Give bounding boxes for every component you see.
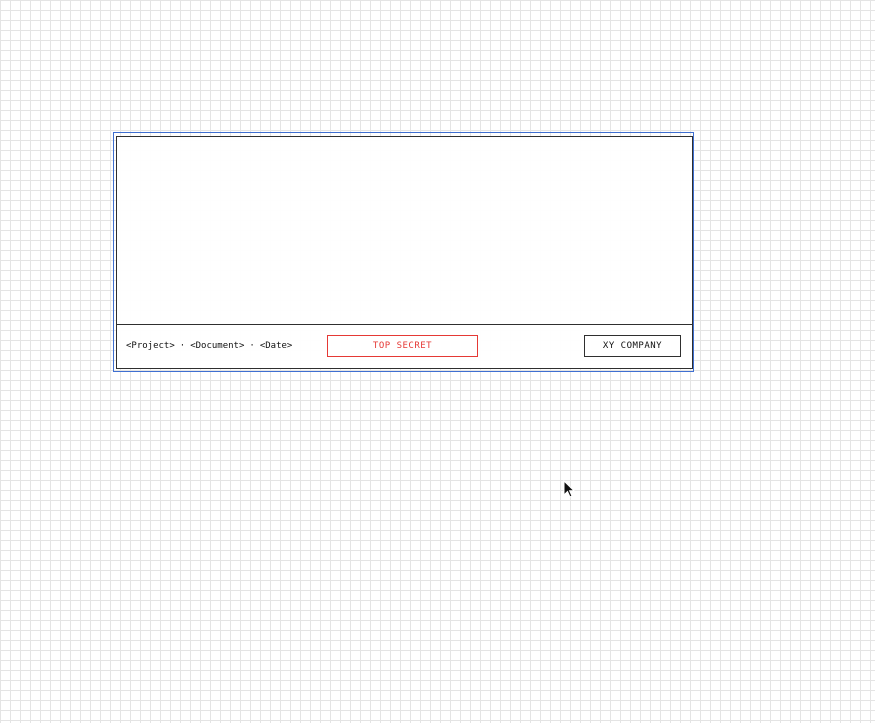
footer-project: <Project>	[126, 341, 175, 351]
classification-badge: TOP SECRET	[327, 335, 478, 357]
document-page-frame[interactable]: <Project> · <Document> · <Date> TOP SECRET X…	[116, 136, 693, 369]
footer-document: <Document>	[190, 341, 245, 351]
footer-metadata: <Project> · <Document> · <Date>	[126, 341, 292, 352]
mouse-pointer-icon	[563, 480, 575, 498]
footer-separator: ·	[249, 341, 255, 351]
footer-separator: ·	[179, 341, 186, 351]
selection-frame[interactable]	[113, 132, 694, 372]
document-footer: <Project> · <Document> · <Date> TOP SECRET X…	[117, 324, 692, 369]
footer-date: <Date>	[259, 341, 293, 351]
company-label: XY COMPANY	[584, 335, 681, 357]
